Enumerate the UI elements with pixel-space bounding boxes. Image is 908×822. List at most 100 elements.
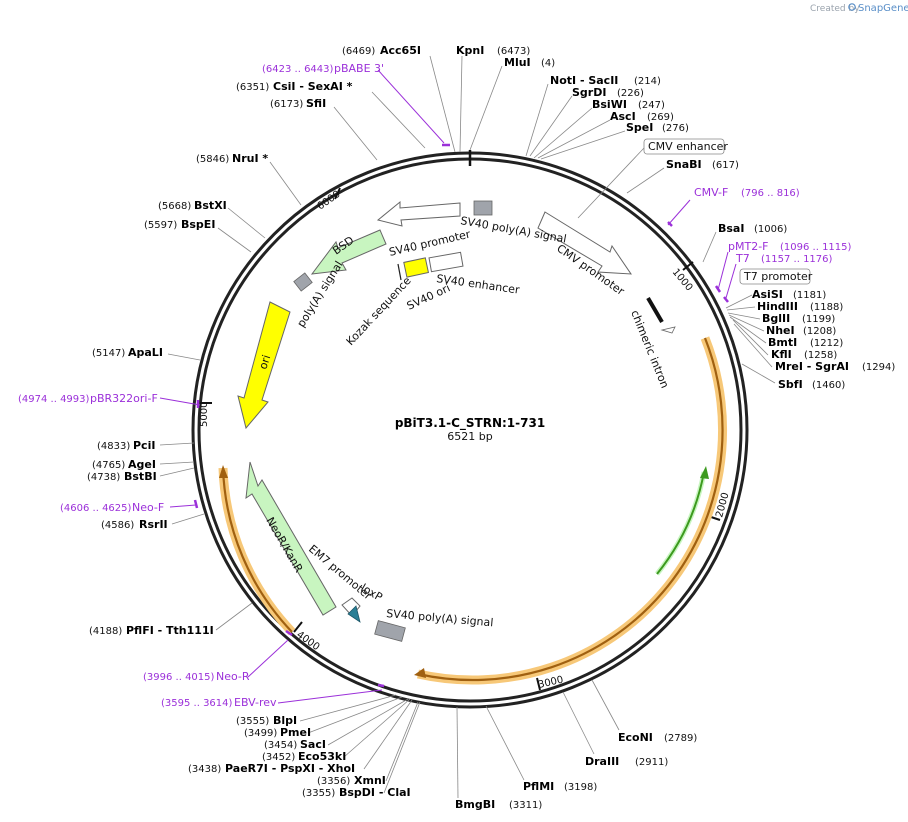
primer-name: pBR322ori-F: [90, 392, 158, 405]
tick-marks: [200, 187, 721, 691]
enzyme-pos: (1212): [810, 338, 843, 349]
enzyme-pos: (617): [712, 160, 739, 171]
enzyme-pos: (226): [617, 88, 644, 99]
sv40-enhancer-box[interactable]: [428, 251, 464, 273]
sv40-polya-bottom-box[interactable]: [374, 620, 406, 642]
ori-label: ori: [256, 353, 273, 371]
enzyme-pos: (4833): [97, 441, 130, 452]
primer-pos: (4974 .. 4993): [18, 394, 90, 405]
enzyme-name: BmtI: [768, 336, 797, 349]
enzyme-name: CsiI - SexAI *: [273, 80, 353, 93]
enzyme-pos: (4586): [101, 520, 134, 531]
enzyme-pos: (1181): [793, 290, 826, 301]
enzyme-pos: (3452): [262, 752, 295, 763]
enzyme-pos: (3438): [188, 764, 221, 775]
enzyme-name: KpnI: [456, 44, 484, 57]
credit-brand: SnapGene: [858, 3, 908, 14]
primer-leaders: [159, 69, 737, 704]
tick-label-5000: 5000: [199, 402, 210, 427]
chimeric-intron-bar[interactable]: [646, 296, 664, 324]
loxp-arrow[interactable]: [347, 605, 361, 623]
sv40-ori-box[interactable]: [403, 257, 430, 278]
enzyme-pos: (2789): [664, 733, 697, 744]
enzyme-name: HindIII: [757, 300, 798, 313]
enzyme-name: NheI: [766, 324, 795, 337]
enzyme-name: PflFI - Tth111I: [126, 624, 214, 637]
enzyme-name: NotI - SacII: [550, 74, 618, 87]
primer-pos: (1157 .. 1176): [761, 254, 833, 265]
primer-pos: (1096 .. 1115): [780, 242, 852, 253]
enzyme-name: PciI: [133, 439, 155, 452]
enzyme-name: AgeI: [128, 458, 156, 471]
sv40-polya-bottom-label: SV40 poly(A) signal: [386, 607, 494, 629]
enzyme-name: BlpI: [273, 714, 297, 727]
enzyme-name: SgrDI: [572, 86, 606, 99]
enzyme-pos: (4): [541, 58, 555, 69]
t7-promoter-label: T7 promoter: [743, 270, 813, 283]
enzyme-pos: (3499): [244, 728, 277, 739]
enzyme-name: MreI - SgrAI: [775, 360, 849, 373]
sv40-ori-label: SV40 ori: [405, 281, 452, 312]
sv40-promoter-arrow[interactable]: [376, 200, 461, 227]
enzyme-name: BspEI: [181, 218, 215, 231]
green-feature-line: [656, 471, 705, 575]
enzyme-pos: (3356): [317, 776, 350, 787]
cmv-enhancer-box[interactable]: [643, 138, 725, 155]
enzyme-pos: (5147): [92, 348, 125, 359]
enzyme-name: BspDI - ClaI: [339, 786, 411, 799]
enzyme-name: BstBI: [124, 470, 157, 483]
kozak-sequence-label: Kozak sequence: [344, 274, 414, 348]
primer-name: pBABE 3': [334, 62, 384, 75]
enzyme-name: MluI: [504, 56, 531, 69]
enzyme-pos: (5597): [144, 220, 177, 231]
enzyme-name: BsiWI: [592, 98, 627, 111]
enzyme-pos: (3454): [264, 740, 297, 751]
orf-arc-left-arrowhead: [219, 465, 228, 478]
enzyme-pos: (5846): [196, 154, 229, 165]
enzyme-name: BmgBI: [455, 798, 495, 811]
enzyme-name: DraIII: [585, 755, 619, 768]
enzyme-pos: (214): [634, 76, 661, 87]
green-feature-arrow[interactable]: [655, 471, 707, 576]
enzyme-pos: (3555): [236, 716, 269, 727]
loxp-label: loxP: [359, 581, 385, 604]
primer-pos: (3595 .. 3614): [161, 698, 233, 709]
primer-pos: (4606 .. 4625): [60, 503, 132, 514]
primer-pos: (6423 .. 6443): [262, 64, 334, 75]
enzyme-name: SfiI: [306, 97, 326, 110]
primer-name: Neo-R: [216, 670, 250, 683]
enzyme-pos: (1208): [803, 326, 836, 337]
orf-arc-right[interactable]: [417, 336, 728, 685]
enzyme-pos: (4738): [87, 472, 120, 483]
enzyme-pos: (6173): [270, 99, 303, 110]
primer-pos: (796 .. 816): [741, 188, 800, 199]
chimeric-intron-arrow: [660, 326, 676, 334]
enzyme-pos: (3311): [509, 800, 542, 811]
tick-label-4000: 4000: [294, 629, 321, 653]
snapgene-logo-icon: [848, 3, 856, 11]
cmv-promoter-arrow[interactable]: [537, 211, 632, 275]
neor-kanr-arrow[interactable]: [245, 461, 337, 616]
enzyme-name: BglII: [762, 312, 790, 325]
enzyme-pos: (4765): [92, 460, 125, 471]
enzyme-pos: (6469): [342, 46, 375, 57]
sv40-polya-top-box[interactable]: [473, 200, 493, 216]
enzyme-name: BsaI: [718, 222, 744, 235]
enzyme-pos: (1199): [802, 314, 835, 325]
enzyme-pos: (1258): [804, 350, 837, 361]
enzyme-name: NruI *: [232, 152, 268, 165]
polya-signal-box[interactable]: [293, 272, 313, 292]
cmv-enhancer-label: CMV enhancer: [648, 140, 728, 153]
ori-arrow[interactable]: [237, 301, 291, 430]
enzyme-pos: (269): [647, 112, 674, 123]
bsd-arrow[interactable]: [310, 229, 387, 275]
primer-name: T7: [735, 252, 750, 265]
enzyme-name: PflMI: [523, 780, 554, 793]
enzyme-pos: (1294): [862, 362, 895, 373]
enzyme-pos: (1188): [810, 302, 843, 313]
enzyme-name: AscI: [610, 110, 636, 123]
kozak-sequence-mark[interactable]: [397, 263, 402, 281]
enzyme-name: BstXI: [194, 199, 227, 212]
chimeric-intron-label: chimeric intron: [628, 308, 671, 390]
t7-promoter-box[interactable]: [739, 268, 811, 285]
